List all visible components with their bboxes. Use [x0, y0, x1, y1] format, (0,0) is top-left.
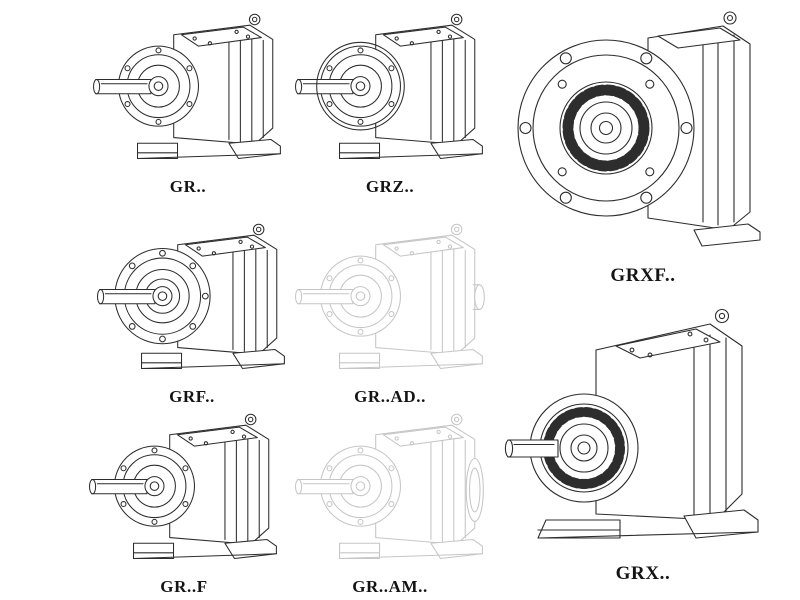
figure-label-grxf: GRXF.. [610, 265, 676, 286]
figure-grx: GRX.. [498, 298, 788, 585]
figure-grxf: GRXF.. [498, 0, 788, 287]
figure-grf: GRF.. [92, 214, 292, 407]
gearbox-drawing-grxf [498, 0, 788, 262]
figure-gr-f: GR..F [84, 404, 284, 597]
gearbox-drawing-gr-ad [290, 214, 485, 384]
figure-label-grx: GRX.. [615, 563, 671, 584]
figure-grz: GRZ.. [290, 4, 490, 197]
gearbox-drawing-gr [88, 4, 288, 174]
gearbox-drawing-grz [290, 4, 490, 174]
figure-label-gr-ad: GR..AD.. [354, 387, 426, 406]
gearbox-drawing-gr-f [84, 404, 284, 574]
figure-gr-ad: GR..AD.. [290, 214, 490, 407]
figure-gr: GR.. [88, 4, 288, 197]
figure-label-grf: GRF.. [169, 387, 215, 406]
gearbox-drawing-gr-am [290, 404, 484, 574]
figure-gr-am: GR..AM.. [290, 404, 490, 597]
figure-label-grz: GRZ.. [365, 177, 415, 196]
figure-label-gr-f: GR..F [160, 577, 208, 596]
gearbox-drawing-grf [92, 214, 292, 384]
figure-label-gr-am: GR..AM.. [352, 577, 428, 596]
gearbox-drawing-grx [498, 298, 788, 560]
figure-label-gr: GR.. [169, 177, 207, 196]
